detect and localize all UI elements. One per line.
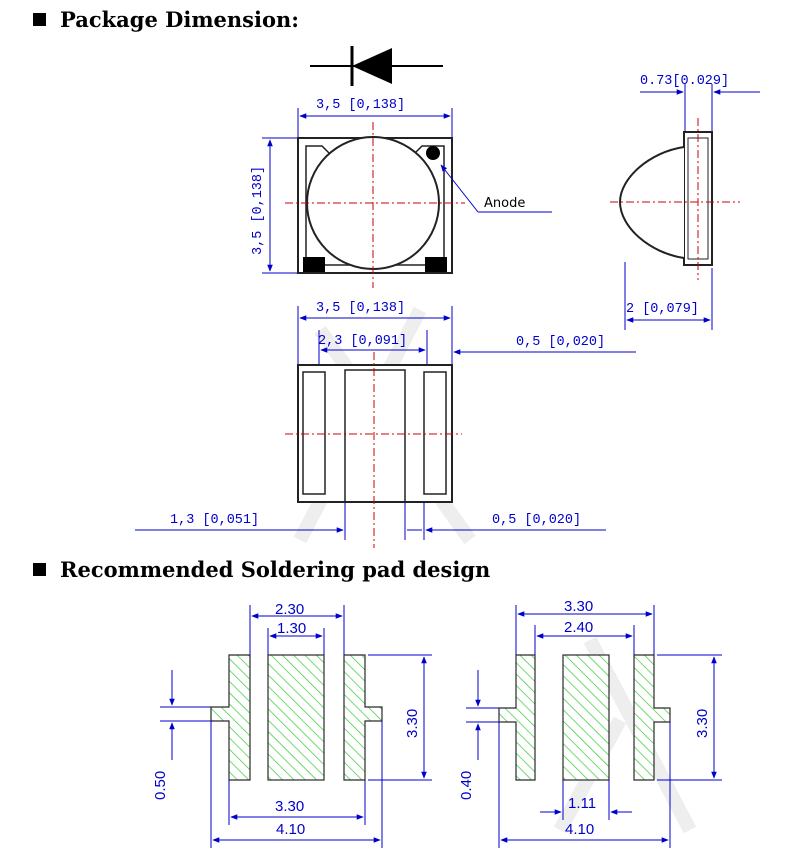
right-tab-label: 0.40 — [458, 771, 475, 800]
right-pad-b — [633, 654, 671, 781]
bottom-pad-center — [344, 369, 406, 503]
package-dimension-heading: Package Dimension: — [60, 7, 299, 32]
left-inner-top-label: 1.30 — [277, 620, 306, 637]
right-overall-label: 4.10 — [565, 821, 594, 838]
left-outer-top-label: 2.30 — [275, 601, 304, 618]
pad-layout-left: 2.30 1.30 3.30 0.50 3.30 4.10 — [152, 601, 432, 848]
top-view: 3,5 [0,138] 3,5 [0,138] Anode — [251, 98, 552, 288]
right-outer-top-label: 3.30 — [564, 598, 593, 615]
heading-bullet — [33, 13, 46, 26]
soldering-pad-heading: Recommended Soldering pad design — [60, 557, 490, 582]
corner-pad-right — [425, 257, 447, 272]
left-tab-label: 0.50 — [152, 771, 169, 800]
top-width-label: 3,5 [0,138] — [316, 98, 405, 113]
right-height-label: 3.30 — [694, 709, 711, 738]
side-depth-label: 2 [0,079] — [626, 302, 699, 317]
right-pad-a — [498, 654, 536, 781]
diode-symbol-icon — [310, 46, 443, 86]
left-inner-bottom-label: 3.30 — [275, 798, 304, 815]
right-inner-top-label: 2.40 — [564, 619, 593, 636]
anode-marker — [426, 146, 440, 160]
left-pad-b — [343, 654, 383, 781]
edge-label-bottom: 0,5 [0,020] — [492, 513, 581, 528]
bottom-pad-right — [423, 371, 447, 495]
corner-pad-left — [303, 257, 325, 272]
top-height-label: 3,5 [0,138] — [251, 166, 266, 255]
side-thickness-label: 0.73[0.029] — [640, 74, 729, 89]
offset-label: 1,3 [0,051] — [170, 513, 259, 528]
bottom-width-label: 3,5 [0,138] — [316, 301, 405, 316]
bottom-view: 3,5 [0,138] 2,3 [0,091] 0,5 [0,020] 1,3 … — [135, 301, 636, 548]
side-lens-dome — [618, 146, 685, 259]
anode-label: Anode — [484, 196, 525, 211]
left-pad-a — [210, 654, 251, 781]
left-height-label: 3.30 — [404, 709, 421, 738]
right-gap-label: 1.11 — [568, 795, 596, 812]
left-pad-center — [267, 654, 325, 781]
side-view: 0.73[0.029] 2 [0,079] — [610, 74, 760, 330]
edge-label-top: 0,5 [0,020] — [516, 335, 605, 350]
bottom-pad-left — [302, 371, 326, 495]
right-pad-center — [562, 654, 610, 781]
center-pad-label: 2,3 [0,091] — [318, 334, 407, 349]
heading-bullet-2 — [33, 563, 46, 576]
pad-layout-right: 3.30 2.40 3.30 0.40 1.11 4.10 — [458, 598, 722, 848]
left-overall-label: 4.10 — [276, 821, 305, 838]
